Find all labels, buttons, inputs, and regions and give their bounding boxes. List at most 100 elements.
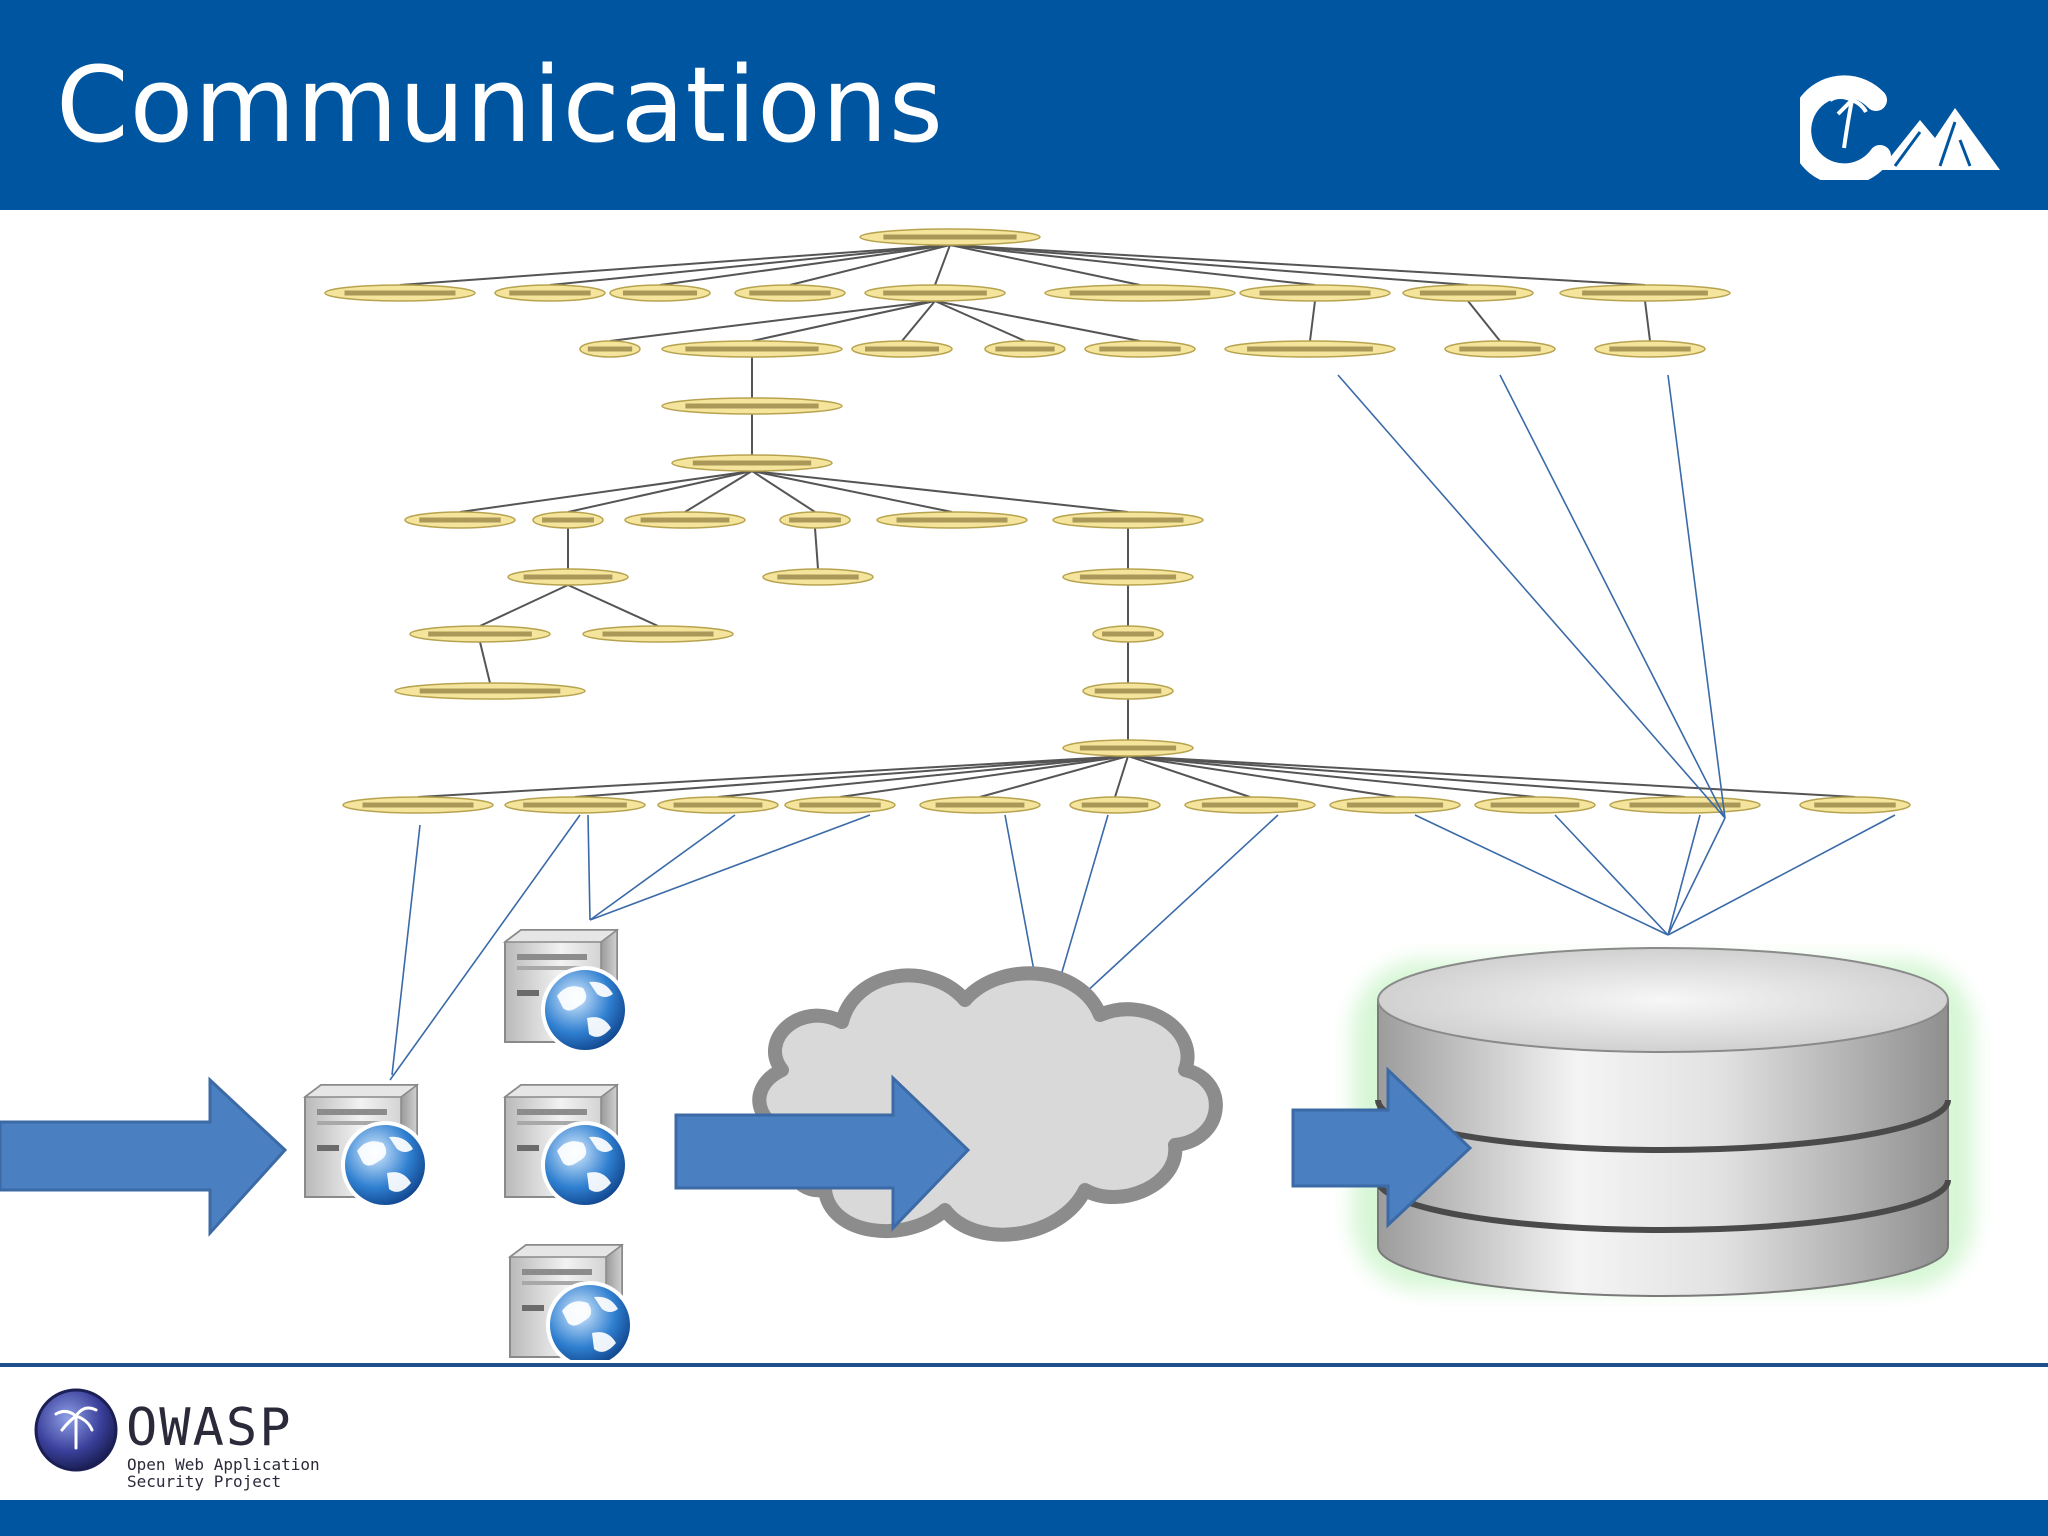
org-node-label-a3 bbox=[623, 290, 697, 296]
org-node-label-a2 bbox=[509, 290, 591, 296]
org-node-label-a4 bbox=[749, 290, 831, 296]
org-edge bbox=[1114, 755, 1129, 798]
org-edge bbox=[417, 755, 1129, 798]
org-edge bbox=[567, 470, 753, 513]
connector-line bbox=[1414, 814, 1669, 936]
connector-line bbox=[1667, 814, 1701, 936]
logo-mountain-snow-lines bbox=[1893, 121, 1972, 167]
org-edge bbox=[934, 300, 1026, 342]
org-edge bbox=[949, 244, 1316, 286]
org-edge bbox=[1127, 755, 1396, 798]
org-edge bbox=[751, 300, 936, 342]
org-edge bbox=[949, 244, 1469, 286]
owasp-tagline: Open Web Application Security Project bbox=[127, 1456, 327, 1490]
owasp-wordmark: OWASP bbox=[126, 1398, 293, 1458]
org-chart-edges bbox=[399, 244, 1856, 798]
org-node-label-e1 bbox=[419, 517, 501, 523]
org-node-label-j5 bbox=[935, 802, 1025, 808]
org-node-label-h1 bbox=[419, 688, 561, 694]
web-server-icon-top bbox=[503, 928, 629, 1054]
org-node-label-g1 bbox=[428, 631, 532, 637]
org-edge bbox=[717, 755, 1129, 798]
org-node-label-f1 bbox=[523, 574, 613, 580]
org-edge bbox=[751, 470, 953, 513]
org-node-label-a6 bbox=[1069, 290, 1211, 296]
connector-line bbox=[1499, 374, 1726, 819]
network-diagram bbox=[0, 228, 1974, 1360]
org-node-label-a1 bbox=[344, 290, 456, 296]
org-node-label-e3 bbox=[640, 517, 730, 523]
org-node-label-j7 bbox=[1201, 802, 1299, 808]
org-edge bbox=[839, 755, 1129, 798]
org-edge bbox=[934, 300, 1141, 342]
org-edge bbox=[1127, 755, 1536, 798]
org-edge bbox=[659, 244, 951, 286]
owasp-tagline-line1: Open Web Application bbox=[127, 1455, 320, 1474]
connector-line bbox=[589, 814, 736, 921]
web-server-icon-bottom bbox=[508, 1243, 634, 1360]
org-edge bbox=[399, 244, 951, 286]
org-edge bbox=[459, 470, 753, 513]
org-edge bbox=[751, 470, 816, 513]
org-chart-nodes bbox=[324, 228, 1911, 814]
org-node-label-a8 bbox=[1419, 290, 1517, 296]
org-edge bbox=[609, 300, 936, 342]
org-node-label-c1 bbox=[685, 403, 819, 409]
connector-line bbox=[1667, 817, 1726, 936]
owasp-tagline-line2: Security Project bbox=[127, 1472, 282, 1491]
org-node-label-b8 bbox=[1609, 346, 1691, 352]
web-server-icon-entry bbox=[303, 1083, 429, 1209]
footer-bar bbox=[0, 1500, 2048, 1536]
logo-mountains bbox=[1880, 108, 2000, 170]
org-node-label-h2 bbox=[1094, 688, 1162, 694]
org-node-label-j6 bbox=[1081, 802, 1149, 808]
incoming-arrow bbox=[0, 1076, 288, 1237]
connector-line bbox=[1667, 374, 1726, 819]
org-node-label-f2 bbox=[777, 574, 859, 580]
org-edge bbox=[574, 755, 1129, 798]
org-edge bbox=[979, 755, 1129, 798]
org-edge bbox=[1644, 300, 1651, 342]
org-edge bbox=[934, 244, 951, 286]
cloud-icon bbox=[752, 966, 1223, 1242]
org-node-label-b1 bbox=[587, 346, 633, 352]
slide-title: Communications bbox=[56, 44, 944, 166]
server-to-cloud-arrow bbox=[674, 1074, 971, 1232]
org-node-label-g2 bbox=[602, 631, 714, 637]
owasp-globe-logo bbox=[34, 1388, 118, 1472]
org-node-label-e2 bbox=[542, 517, 594, 523]
database-cylinder-icon bbox=[1352, 947, 1974, 1297]
org-edge bbox=[789, 244, 951, 286]
org-edge bbox=[684, 470, 753, 513]
org-edge bbox=[479, 584, 569, 627]
org-node-label-a5 bbox=[883, 290, 987, 296]
org-node-label-b4 bbox=[995, 346, 1055, 352]
org-edge bbox=[549, 244, 951, 286]
org-node-label-j8 bbox=[1346, 802, 1444, 808]
footer-divider bbox=[0, 1363, 2048, 1367]
org-edge bbox=[1309, 300, 1316, 342]
org-edge bbox=[949, 244, 1141, 286]
org-edge bbox=[814, 527, 819, 570]
org-node-label-j10 bbox=[1629, 802, 1741, 808]
cloud-to-database-arrow bbox=[1291, 1066, 1473, 1229]
org-node-label-g3 bbox=[1102, 631, 1154, 637]
org-node-label-b7 bbox=[1459, 346, 1541, 352]
circle-with-palm-and-mountains-logo bbox=[1800, 75, 2000, 180]
org-node-label-j3 bbox=[673, 802, 763, 808]
logo-palm bbox=[1828, 90, 1871, 149]
org-node-label-e6 bbox=[1072, 517, 1184, 523]
connector-line bbox=[1554, 814, 1669, 936]
org-node-label-b6 bbox=[1247, 346, 1373, 352]
connector-line bbox=[587, 814, 591, 921]
org-node-label-b2 bbox=[685, 346, 819, 352]
org-node-label-j2 bbox=[523, 802, 627, 808]
org-node-label-f3 bbox=[1079, 574, 1177, 580]
org-edge bbox=[567, 584, 659, 627]
connector-line bbox=[1337, 374, 1726, 819]
org-edge bbox=[949, 244, 1646, 286]
org-edge bbox=[901, 300, 936, 342]
org-node-label-j4 bbox=[799, 802, 881, 808]
web-server-icon-middle bbox=[503, 1083, 629, 1209]
org-node-label-a7 bbox=[1259, 290, 1371, 296]
